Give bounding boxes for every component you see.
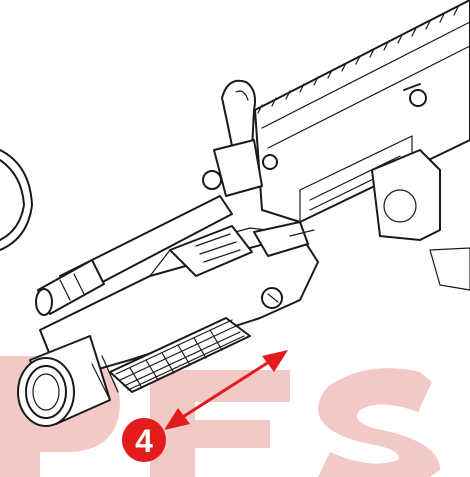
barrel [35,195,233,316]
callout-badge [122,418,166,462]
picatinny-rail-teeth [257,6,459,114]
front-sight [202,79,278,197]
callout-arrow-line [177,358,273,422]
callout-arrowhead-end [262,350,288,372]
callout-number: 4 [135,423,153,459]
watermark-letter-2 [150,370,290,477]
partial-ring-part [0,149,33,251]
grenade-launcher [17,221,319,427]
callout-arrowhead-start [164,408,190,430]
grip-texture [115,319,245,391]
callout-4: 4 [122,350,288,462]
watermark-letter-3 [318,368,440,477]
rifle-upper-receiver [254,0,470,291]
